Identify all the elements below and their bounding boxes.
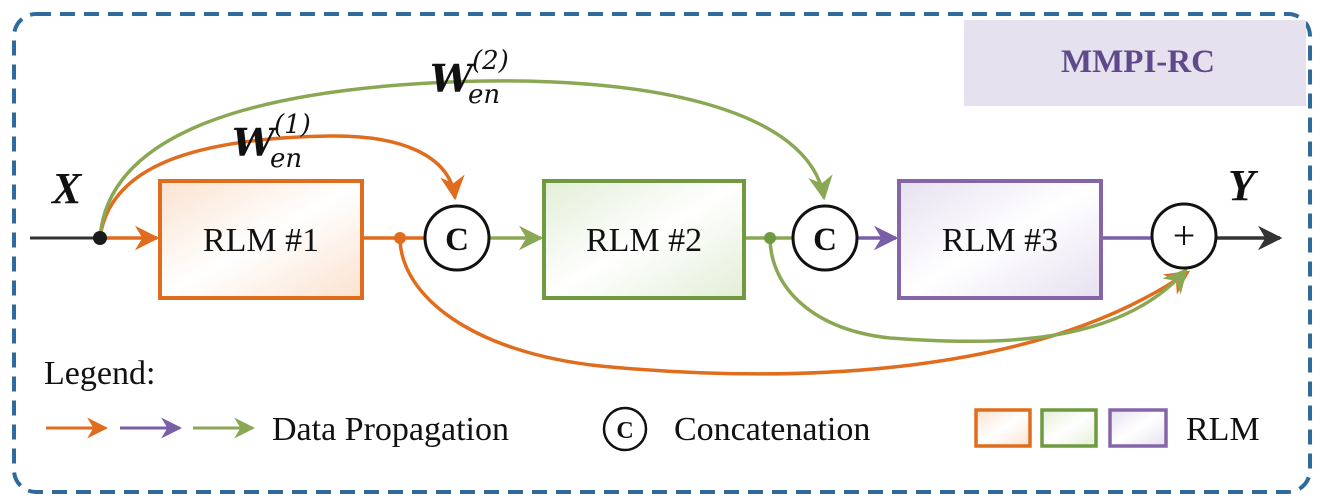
weight-label-1-subscript: en	[270, 144, 302, 174]
output-label: Y	[1228, 161, 1259, 210]
weight-label-1: W en (1)	[232, 110, 311, 174]
concat-node-1	[423, 204, 491, 272]
weight-label-2-base: W	[430, 56, 476, 101]
input-label: X	[50, 164, 83, 213]
weight-label-2-superscript: (2)	[472, 46, 509, 76]
rlm1-branch-dot	[394, 232, 406, 244]
skip-arc-green-to-sum	[768, 239, 1188, 344]
rlm-block-1	[158, 179, 364, 300]
rlm-block-2	[542, 179, 746, 300]
rlm-block-1-label: RLM #1	[203, 222, 319, 259]
weight-label-2-subscript: en	[468, 80, 500, 110]
title-badge: MMPI-RC	[1061, 44, 1215, 80]
rlm-block-3	[897, 179, 1103, 300]
legend-rlm-swatch-green	[1040, 408, 1098, 448]
legend-concat-icon	[602, 406, 648, 452]
title-badge-background	[964, 20, 1306, 106]
legend-rlm-swatch-purple	[1108, 408, 1168, 448]
outer-dashed-border	[12, 12, 1312, 494]
legend-title: Legend:	[44, 355, 155, 392]
concat-node-2-symbol: C	[813, 222, 837, 258]
input-branch-dot	[93, 231, 107, 245]
sum-node	[1150, 202, 1218, 270]
weight-label-2: W en (2)	[430, 46, 509, 110]
legend-rlm-swatch-orange	[974, 408, 1032, 448]
rlm-block-2-label: RLM #2	[586, 222, 702, 259]
weight-label-1-base: W	[232, 120, 278, 165]
legend-rlm: RLM	[1186, 411, 1260, 448]
legend-concat-icon-symbol: C	[616, 418, 633, 444]
weight2-arc	[98, 79, 833, 239]
rlm-block-3-label: RLM #3	[942, 222, 1058, 259]
concat-node-2	[791, 204, 859, 272]
sum-node-symbol: +	[1173, 213, 1196, 258]
legend-data-propagation: Data Propagation	[272, 411, 509, 448]
concat-node-1-symbol: C	[445, 222, 469, 258]
weight-label-1-superscript: (1)	[274, 110, 311, 140]
rlm2-branch-dot	[764, 232, 776, 244]
legend-concatenation: Concatenation	[674, 411, 870, 448]
weight1-arc	[98, 134, 465, 239]
